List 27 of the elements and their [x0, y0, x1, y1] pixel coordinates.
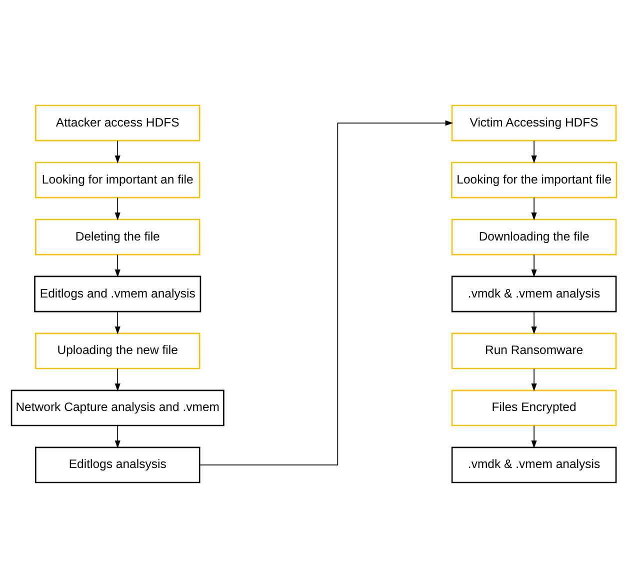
node-box: .vmdk & .vmem analysis: [451, 275, 617, 312]
node-box: Run Ransomware: [451, 332, 617, 369]
node-box: Victim Accessing HDFS: [451, 104, 617, 141]
arrow: [114, 254, 120, 277]
arrow: [531, 368, 537, 391]
arrow: [114, 424, 120, 448]
node-box: .vmdk & .vmem analysis: [451, 446, 617, 483]
arrow: [531, 196, 537, 220]
arrow: [114, 196, 120, 220]
node-box: Editlogs analsysis: [34, 446, 200, 483]
node-box: Network Capture analysis and .vmem: [10, 389, 224, 426]
arrow: [114, 310, 120, 334]
arrow: [531, 140, 537, 163]
node-box: Editlogs and .vmem analysis: [34, 275, 202, 312]
node-box: Looking for important an file: [34, 161, 200, 198]
arrow: [114, 140, 120, 163]
node-box: Downloading the file: [451, 218, 617, 255]
arrow: [531, 310, 537, 334]
node-box: Attacker access HDFS: [34, 104, 200, 141]
arrow: [531, 254, 537, 277]
node-box: Looking for the important file: [450, 161, 618, 198]
arrow: [199, 120, 454, 465]
node-box: Uploading the new file: [34, 332, 200, 369]
arrow: [531, 424, 537, 448]
node-box: Files Encrypted: [451, 389, 617, 426]
arrow: [114, 368, 120, 391]
node-box: Deleting the file: [34, 218, 200, 255]
